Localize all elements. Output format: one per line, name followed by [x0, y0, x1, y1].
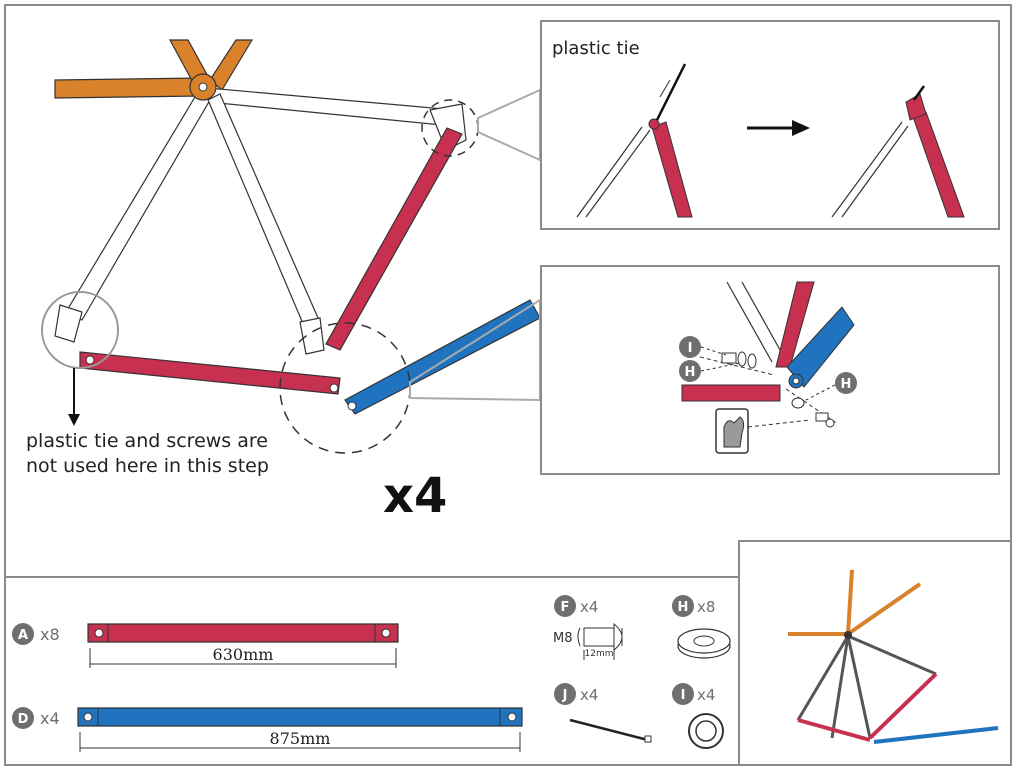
part-d-letter: D [18, 712, 29, 727]
tie-before-illustration [576, 63, 693, 218]
part-a-row: A x8 630mm [12, 623, 399, 668]
part-h-qty: x8 [697, 598, 715, 616]
hand-glove-icon [715, 408, 811, 454]
part-j-qty: x4 [580, 686, 598, 704]
part-j-letter: J [562, 688, 568, 703]
part-h-letter: H [678, 600, 689, 615]
svg-text:H: H [841, 377, 852, 392]
note-line-1: plastic tie and screws are [26, 430, 268, 452]
white-tubes [54, 87, 467, 355]
note-line-2: not used here in this step [26, 455, 269, 477]
badge-h-left: H [679, 360, 741, 382]
part-i-qty: x4 [697, 686, 715, 704]
right-arrow-icon [747, 120, 810, 136]
part-i-item: I x4 [672, 683, 724, 749]
parts-list: A x8 630mm D x4 875mm F x4 M8 [12, 595, 731, 752]
parts-panel [4, 576, 740, 766]
tie-after-illustration [831, 85, 965, 218]
joint-illustration [681, 281, 855, 402]
svg-text:H: H [685, 365, 696, 380]
multiplier-label: x4 [383, 468, 447, 524]
detail-title: plastic tie [552, 38, 640, 59]
detail-box-bolt-assembly: I H H [540, 265, 1000, 475]
badge-i: I [679, 336, 727, 358]
bolt-hardware-right [785, 388, 839, 428]
part-i-letter: I [681, 688, 686, 703]
part-a-letter: A [18, 628, 28, 643]
detail-box-plastic-tie: plastic tie [540, 20, 1000, 230]
part-f-qty: x4 [580, 598, 598, 616]
main-assembly-diagram: plastic tie and screws are not used here… [26, 39, 541, 524]
red-bars [79, 127, 463, 395]
badge-h-right: H [803, 372, 857, 402]
part-a-qty: x8 [40, 625, 60, 644]
thumbnail-assembly [788, 569, 999, 744]
bolt-hardware-left [699, 351, 775, 376]
part-d-qty: x4 [40, 709, 60, 728]
callout-circle-left [41, 291, 119, 369]
part-f-letter: F [561, 600, 570, 615]
thumbnail-panel [738, 540, 1012, 766]
svg-text:I: I [688, 341, 693, 356]
part-f-item: F x4 M8 12mm [553, 595, 623, 660]
part-a-length: 630mm [213, 645, 274, 664]
part-h-item: H x8 [672, 595, 731, 659]
part-d-length: 875mm [270, 729, 331, 748]
part-j-item: J x4 [554, 683, 652, 743]
part-d-row: D x4 875mm [12, 707, 523, 752]
part-f-thread: M8 [553, 631, 573, 646]
part-f-size: 12mm [585, 649, 614, 659]
